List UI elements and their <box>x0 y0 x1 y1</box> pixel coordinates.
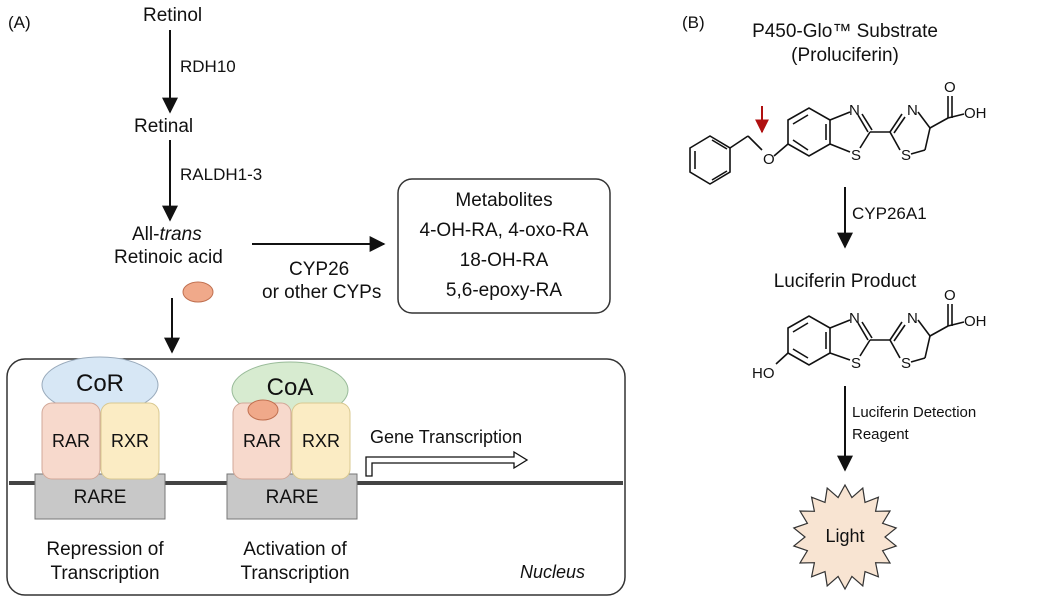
transcription-arrow <box>365 450 529 477</box>
rxr-block-left <box>100 402 160 480</box>
atom-s-thiazoline: S <box>901 147 912 164</box>
atom-n-benzothiazole: N <box>849 102 860 119</box>
metabolite-item: 5,6-epoxy-RA <box>445 280 563 301</box>
rar-block-left <box>41 402 101 480</box>
rare-element-left <box>34 473 166 520</box>
atra-prefix: All- <box>132 224 160 245</box>
panel-a-label: (A) <box>8 13 31 32</box>
atra-trans: trans <box>159 224 202 245</box>
repression-label-line1: Repression of <box>46 539 164 560</box>
activation-label-line2: Transcription <box>240 563 350 584</box>
metabolite-item: 4-OH-RA, 4-oxo-RA <box>419 220 589 241</box>
cyp26-label: CYP26 <box>289 259 350 280</box>
atom-oh-acid-product: OH <box>964 313 987 330</box>
ra-molecule-dot <box>182 281 214 303</box>
atom-o-carbonyl: O <box>944 79 956 96</box>
nucleus-label: Nucleus <box>520 562 586 582</box>
rdh10-label: RDH10 <box>180 57 236 76</box>
metabolites-title: Metabolites <box>455 190 553 211</box>
retinol-label: Retinol <box>143 5 203 26</box>
atom-o-ether: O <box>763 151 775 168</box>
atra-label-line2: Retinoic acid <box>114 247 223 268</box>
atom-n-thiazoline-product: N <box>907 310 918 327</box>
other-cyps-label: or other CYPs <box>262 282 382 303</box>
atra-label-line1: All-trans <box>132 225 202 244</box>
metabolite-item: 18-OH-RA <box>459 250 549 271</box>
panel-b-label: (B) <box>682 13 705 32</box>
substrate-title-line1: P450-Glo™ Substrate <box>752 21 938 42</box>
enzyme-label: CYP26A1 <box>852 204 927 223</box>
rxr-label-right: RXR <box>301 431 340 451</box>
atom-ho-phenol: HO <box>752 365 775 382</box>
atom-o-carbonyl-product: O <box>944 287 956 304</box>
ra-bound-dot <box>247 399 279 421</box>
rxr-block-right <box>291 402 351 480</box>
atom-s-benzothiazole-product: S <box>851 355 862 372</box>
gene-transcription-label: Gene Transcription <box>370 427 523 447</box>
repression-label-line2: Transcription <box>50 563 160 584</box>
rare-label-left: RARE <box>73 487 127 508</box>
rare-label-right: RARE <box>265 487 319 508</box>
light-burst-shape <box>792 483 898 591</box>
atom-n-thiazoline: N <box>907 102 918 119</box>
activation-label-line1: Activation of <box>243 539 347 560</box>
coa-label: CoA <box>266 374 314 401</box>
metabolites-box <box>397 178 611 314</box>
luciferin-product-label: Luciferin Product <box>773 271 917 292</box>
rxr-label-left: RXR <box>110 431 149 451</box>
raldh-label: RALDH1-3 <box>180 165 263 184</box>
atom-s-benzothiazole: S <box>851 147 862 164</box>
retinal-label: Retinal <box>134 116 194 137</box>
atom-oh-acid: OH <box>964 105 987 122</box>
atom-s-thiazoline-product: S <box>901 355 912 372</box>
cor-label: CoR <box>75 370 124 397</box>
rar-label-left: RAR <box>51 431 90 451</box>
detection-reagent-line1: Luciferin Detection <box>852 404 977 421</box>
substrate-title-line2: (Proluciferin) <box>791 45 899 66</box>
atom-n-benzothiazole-product: N <box>849 310 860 327</box>
rar-label-right: RAR <box>242 431 281 451</box>
rare-element-right <box>226 473 358 520</box>
light-label: Light <box>825 526 865 546</box>
detection-reagent-line2: Reagent <box>852 426 909 443</box>
luciferin-structure <box>775 304 965 366</box>
proluciferin-structure <box>689 96 965 185</box>
